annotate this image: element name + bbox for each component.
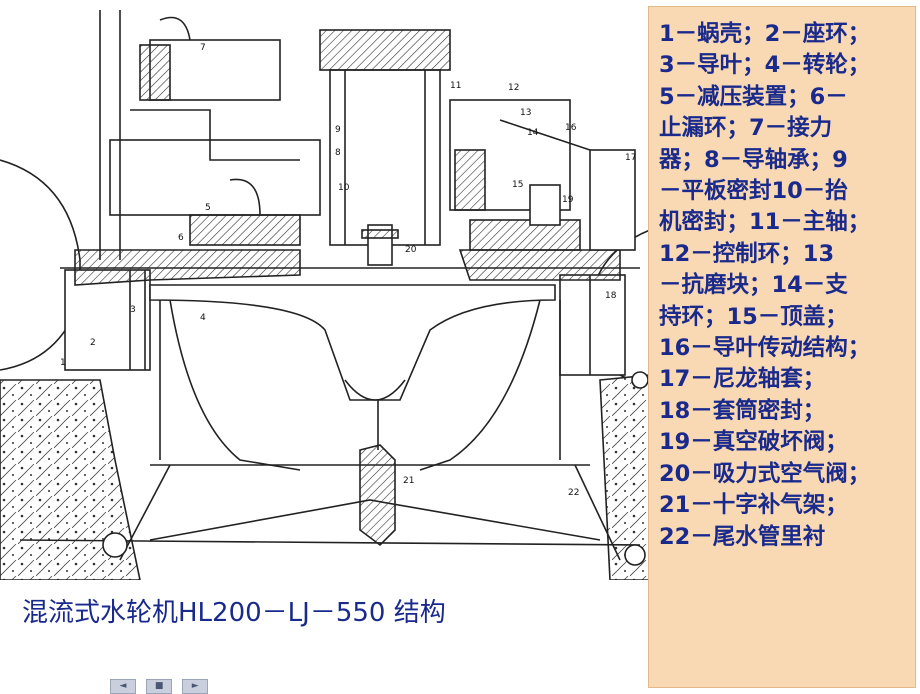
drawing-label: 1 — [60, 358, 66, 368]
prev-slide-icon[interactable]: ◄ — [110, 679, 136, 694]
drawing-label: 18 — [605, 291, 617, 301]
drawing-label: 7 — [200, 43, 206, 53]
drawing-label: 16 — [565, 123, 577, 133]
legend-line: 16－导叶传动结构； — [659, 335, 871, 362]
legend-line: 21－十字补气架； — [659, 492, 848, 519]
drawing-label: 12 — [508, 83, 519, 93]
legend-line: 机密封；11－主轴； — [659, 209, 871, 236]
turbine-cross-section-drawing: 1 2 3 4 5 6 7 8 9 10 11 12 13 14 15 16 1… — [0, 10, 650, 580]
drawing-label: 17 — [625, 153, 636, 163]
legend-line: 19－真空破坏阀； — [659, 429, 848, 456]
legend-line: －平板密封10－抬 — [659, 178, 848, 205]
drawing-label: 10 — [338, 183, 350, 193]
legend-line: 5－减压装置；6－ — [659, 83, 848, 110]
next-slide-icon[interactable]: ► — [182, 679, 209, 694]
legend-line: 止漏环；7－接力 — [659, 115, 833, 142]
legend-list: 1－蜗壳；2－座环； 3－导叶；4－转轮； 5－减压装置；6－ 止漏环；7－接力… — [649, 7, 915, 553]
drawing-label: 15 — [512, 180, 523, 190]
legend-line: 22－尾水管里衬 — [659, 523, 826, 550]
legend-line: 器；8－导轴承；9 — [659, 146, 848, 173]
legend-line: 1－蜗壳；2－座环； — [659, 21, 871, 47]
legend-line: －抗磨块；14－支 — [659, 272, 848, 299]
drawing-label: 6 — [178, 233, 184, 243]
drawing-label: 21 — [403, 476, 414, 486]
legend-line: 12－控制环；13 — [659, 240, 835, 267]
legend-line: 20－吸力式空气阀； — [659, 460, 871, 487]
drawing-label: 8 — [335, 148, 341, 158]
drawing-label: 3 — [130, 305, 136, 315]
drawing-label: 5 — [205, 203, 211, 213]
drawing-label: 9 — [335, 125, 341, 135]
drawing-label: 19 — [562, 195, 574, 205]
legend-line: 3－导叶；4－转轮； — [659, 52, 871, 79]
legend-line: 17－尼龙轴套； — [659, 366, 826, 393]
legend-line: 持环；15－顶盖； — [659, 303, 848, 330]
legend-line: 18－套筒密封； — [659, 397, 826, 424]
drawing-label: 14 — [527, 128, 539, 138]
drawing-label: 20 — [405, 245, 417, 255]
legend-panel: 1－蜗壳；2－座环； 3－导叶；4－转轮； 5－减压装置；6－ 止漏环；7－接力… — [648, 6, 916, 688]
drawing-label: 22 — [568, 488, 579, 498]
slide-navigation: ◄ ■ ► — [110, 673, 213, 694]
drawing-label: 2 — [90, 338, 96, 348]
drawing-label: 4 — [200, 313, 206, 323]
drawing-label: 11 — [450, 81, 461, 91]
slide-menu-icon[interactable]: ■ — [146, 679, 173, 694]
figure-caption: 混流式水轮机HL200－LJ－550 结构 — [22, 598, 446, 628]
drawing-label: 13 — [520, 108, 531, 118]
